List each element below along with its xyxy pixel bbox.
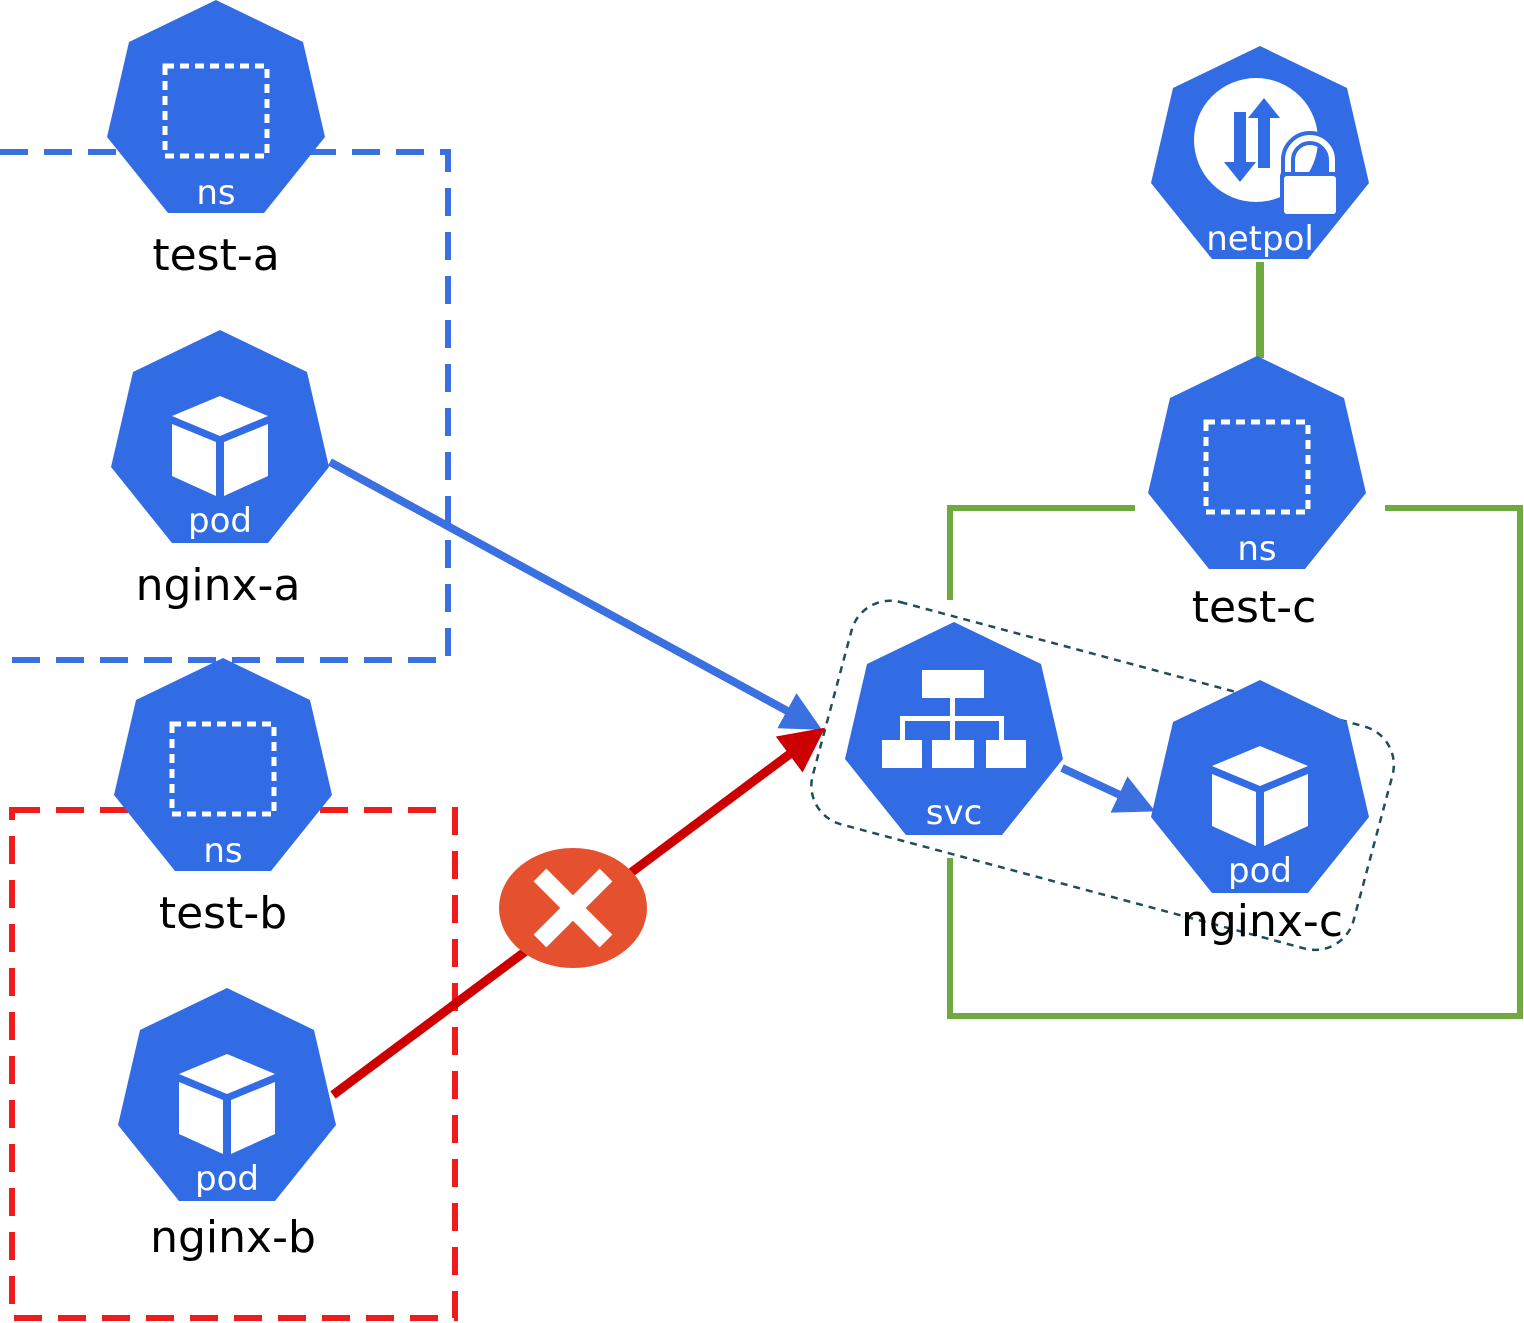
network-policy-node: netpol: [1151, 46, 1369, 259]
service-node: svc: [845, 622, 1063, 835]
icon-label: pod: [195, 1159, 259, 1199]
node-label-nginx-c: nginx-c: [1181, 896, 1343, 947]
icon-label: ns: [1237, 529, 1276, 569]
pod-node-nginx-c: pod: [1151, 680, 1369, 893]
node-label-test-c: test-c: [1192, 582, 1317, 633]
namespace-node-test-a: ns: [107, 0, 325, 213]
namespace-node-test-b: ns: [114, 658, 332, 871]
icon-label: pod: [188, 501, 252, 541]
node-label-test-a: test-a: [152, 230, 279, 281]
icon-label: pod: [1228, 851, 1292, 891]
edge-nginx-a-to-svc: [328, 458, 823, 730]
blocked-x-icon: [499, 848, 647, 968]
icon-label: svc: [926, 793, 983, 833]
node-label-test-b: test-b: [159, 888, 287, 939]
edge-svc-to-nginx-c: [1060, 764, 1156, 813]
icon-label: ns: [196, 173, 235, 213]
namespace-node-test-c: ns: [1148, 356, 1366, 569]
icon-label: netpol: [1206, 219, 1314, 259]
icon-label: ns: [203, 831, 242, 871]
network-policy-icon: [1194, 78, 1340, 218]
node-label-nginx-a: nginx-a: [136, 560, 301, 611]
pod-node-nginx-a: pod: [111, 330, 329, 543]
service-hierarchy-icon: [882, 670, 1026, 768]
namespace-boundary-test-b: [9, 807, 458, 1321]
node-label-nginx-b: nginx-b: [150, 1212, 316, 1263]
service-group-outline: [810, 599, 1396, 952]
pod-node-nginx-b: pod: [118, 988, 336, 1201]
